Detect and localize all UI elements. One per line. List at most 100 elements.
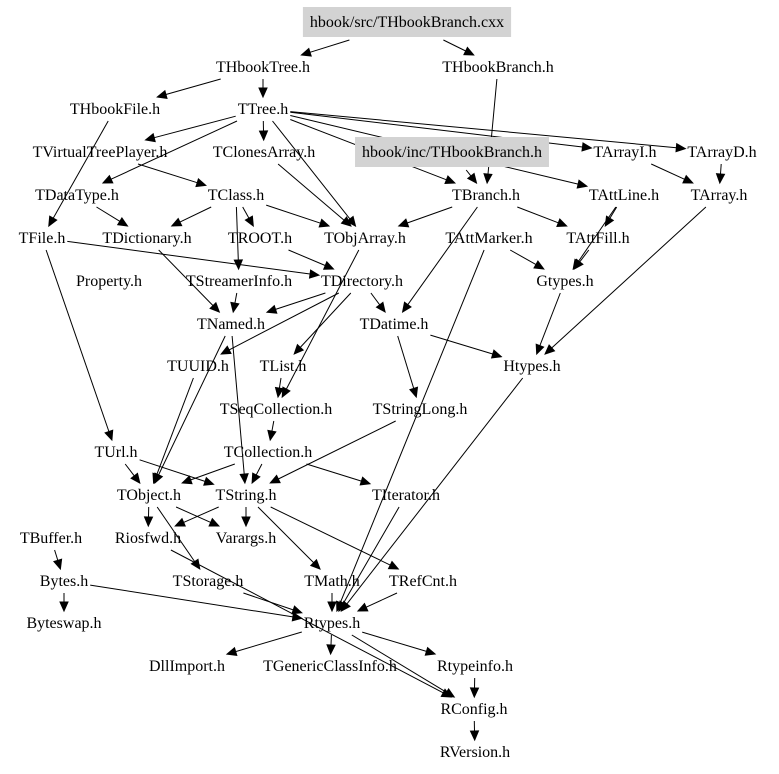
graph-node-rversion[interactable]: RVersion.h [440,744,510,761]
graph-node-riosfwd[interactable]: Riosfwd.h [115,530,181,547]
graph-node-rtypeinfo[interactable]: Rtypeinfo.h [437,658,513,675]
edge-troot-to-tdirectory [288,249,326,266]
arrowhead-icon [225,646,238,656]
graph-node-turl[interactable]: TUrl.h [94,444,137,461]
graph-node-property[interactable]: Property.h [76,273,142,290]
arrowhead-icon [144,132,156,143]
graph-node-tobject[interactable]: TObject.h [117,487,181,504]
graph-node-tstringlong[interactable]: TStringLong.h [373,401,468,418]
edge-turl-to-tstring [139,459,206,482]
edge-src-to-thbookbranch [443,39,466,52]
graph-node-byteswap[interactable]: Byteswap.h [26,615,101,632]
graph-node-trefcnt[interactable]: TRefCnt.h [389,573,457,590]
graph-node-tstring[interactable]: TString.h [216,487,277,504]
edge-tstreamerinfo-to-tnamed [234,292,238,304]
edge-ttree-to-tvirtualtreeplayer [154,115,236,139]
graph-node-gtypes[interactable]: Gtypes.h [536,273,593,290]
node-label: TUrl.h [94,444,137,461]
arrowhead-icon [181,475,193,485]
edge-ttree-to-tarrayd [290,111,677,149]
edge-tdatatype-to-tdictionary [96,206,121,222]
arrowhead-icon [556,218,568,228]
edge-ttree-to-tdatatype [110,120,238,180]
graph-node-tbranch[interactable]: TBranch.h [452,187,520,204]
edge-ttree-to-tobjarray [272,120,351,220]
graph-node-rconfig[interactable]: RConfig.h [440,701,507,718]
graph-node-tdatime[interactable]: TDatime.h [360,316,429,333]
graph-node-thbooktree[interactable]: THbookTree.h [216,59,310,76]
graph-node-tstorage[interactable]: TStorage.h [173,573,244,590]
graph-node-tfile[interactable]: TFile.h [19,230,66,247]
graph-node-thbookfile[interactable]: THbookFile.h [70,101,160,118]
graph-node-tarray[interactable]: TArray.h [691,187,748,204]
graph-node-tattmarker[interactable]: TAttMarker.h [445,230,532,247]
graph-node-tnamed[interactable]: TNamed.h [197,316,265,333]
edge-tcollection-to-tstring [255,463,263,476]
arrowhead-icon [345,215,357,227]
edge-tobject-to-varargs [175,506,211,523]
arrowhead-icon [308,269,321,279]
node-label: THbookBranch.h [442,59,554,76]
graph-node-bytes[interactable]: Bytes.h [40,573,88,590]
graph-node-tclass[interactable]: TClass.h [208,187,264,204]
arrowhead-icon [675,142,687,153]
node-label: RVersion.h [440,744,510,761]
node-label: TROOT.h [228,230,292,247]
graph-node-tbuffer[interactable]: TBuffer.h [20,530,82,547]
graph-node-tarrayi[interactable]: TArrayI.h [593,144,656,161]
graph-node-htypes[interactable]: Htypes.h [503,358,560,375]
arrowhead-icon [401,301,412,314]
node-label: TStreamerInfo.h [186,273,292,290]
edge-tdatime-to-tstringlong [397,335,415,389]
arrowhead-icon [251,472,261,485]
graph-node-tseqcollection[interactable]: TSeqCollection.h [220,401,332,418]
arrowhead-icon [143,516,154,528]
graph-node-tvirtualtreeplayer[interactable]: TVirtualTreePlayer.h [33,144,168,161]
arrowhead-icon [483,173,493,185]
graph-node-tattline[interactable]: TAttLine.h [589,187,659,204]
graph-node-tarrayd[interactable]: TArrayD.h [687,144,756,161]
graph-node-tgenericclassinfo[interactable]: TGenericClassInfo.h [263,658,397,675]
arrowhead-icon [220,345,232,355]
graph-node-src[interactable]: hbook/src/THbookBranch.cxx [302,7,512,37]
node-label: TFile.h [19,230,66,247]
graph-node-tstreamerinfo[interactable]: TStreamerInfo.h [186,273,292,290]
graph-node-tdirectory[interactable]: TDirectory.h [321,273,403,290]
node-label: TStorage.h [173,573,244,590]
graph-node-tattfill[interactable]: TAttFill.h [566,230,629,247]
node-label: Rtypeinfo.h [437,658,513,675]
edge-bytes-to-rtypes [90,584,293,618]
graph-node-ttree[interactable]: TTree.h [238,101,289,118]
graph-node-dllimport[interactable]: DllImport.h [149,658,225,675]
graph-node-tobjarray[interactable]: TObjArray.h [324,230,406,247]
graph-node-tmath[interactable]: TMath.h [304,573,360,590]
graph-node-titerator[interactable]: TIterator.h [372,487,440,504]
node-label: TVirtualTreePlayer.h [33,144,168,161]
graph-node-tdictionary[interactable]: TDictionary.h [102,230,191,247]
arrowhead-icon [130,472,141,484]
node-label: Htypes.h [503,358,560,375]
edge-tseqcollection-to-tcollection [271,420,275,432]
arrowhead-icon [463,46,475,56]
arrowhead-icon [53,558,63,571]
node-label: TClonesArray.h [213,144,316,161]
arrowhead-icon [443,687,456,698]
graph-node-tlist[interactable]: TList.h [260,358,307,375]
graph-node-rtypes[interactable]: Rtypes.h [304,615,360,632]
graph-node-troot[interactable]: TROOT.h [228,230,292,247]
arrowhead-icon [544,344,556,355]
graph-node-tuuid[interactable]: TUUID.h [167,358,229,375]
graph-node-tdatatype[interactable]: TDataType.h [35,187,119,204]
arrowhead-icon [241,516,251,528]
graph-node-tclonesarray[interactable]: TClonesArray.h [213,144,316,161]
node-label: TCollection.h [224,444,312,461]
graph-node-thbookbranch[interactable]: THbookBranch.h [442,59,554,76]
graph-node-inc[interactable]: hbook/inc/THbookBranch.h [355,137,549,167]
arrowhead-icon [535,343,545,356]
node-label: THbookTree.h [216,59,310,76]
arrowhead-icon [682,174,694,184]
graph-node-tcollection[interactable]: TCollection.h [224,444,312,461]
arrowhead-icon [291,605,303,615]
edge-tdatime-to-htypes [430,334,493,355]
graph-node-varargs[interactable]: Varargs.h [216,530,277,547]
